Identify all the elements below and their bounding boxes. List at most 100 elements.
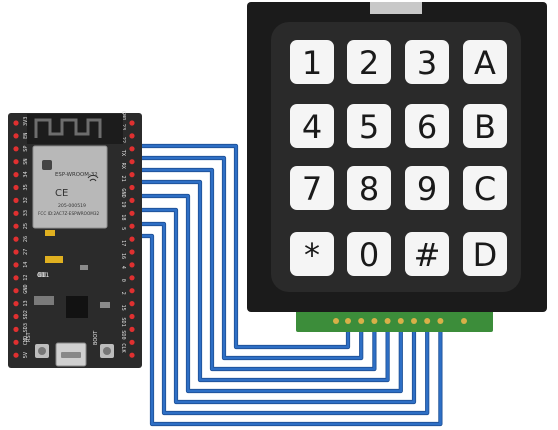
wire [132, 234, 442, 426]
key-11[interactable]: C [463, 166, 507, 210]
key-14[interactable]: # [405, 232, 449, 276]
key-label: 8 [359, 170, 379, 208]
esp-pin-left [13, 184, 19, 191]
key-1[interactable]: 2 [347, 40, 391, 84]
key-label: 1 [302, 44, 322, 82]
esp-pin-right [129, 339, 135, 345]
key-4[interactable]: 4 [290, 104, 334, 148]
esp-pin-right [129, 236, 135, 242]
keypad-pin [345, 318, 351, 324]
wire [132, 156, 363, 360]
esp-pin-right [129, 313, 135, 320]
esp-pin-label: SD2 [23, 310, 29, 319]
esp-pin-label: 19 [120, 201, 126, 207]
esp-pin-right [129, 120, 135, 126]
small-component [100, 302, 110, 308]
esp-pin-label: 32 [23, 197, 29, 203]
key-label: 3 [417, 44, 437, 82]
ce-mark: CE [55, 188, 68, 199]
key-3[interactable]: A [463, 40, 507, 84]
esp-pin-label: 34 [23, 171, 29, 177]
esp-pin-label: 17 [120, 240, 126, 246]
esp-pin-right [129, 133, 135, 139]
key-9[interactable]: 8 [347, 166, 391, 210]
keypad-pin [397, 318, 404, 324]
esp-pin-label: 12 [23, 275, 29, 281]
rst-label: RST [26, 331, 32, 342]
esp-pin-left [13, 262, 19, 268]
esp-pin-left [13, 301, 19, 307]
key-7[interactable]: B [463, 104, 507, 148]
esp-pin-right [129, 146, 135, 152]
esp-pin-right [129, 159, 135, 165]
capacitor-yellow [45, 256, 63, 263]
key-label: * [304, 236, 320, 274]
esp-pin-right [129, 210, 135, 216]
wire [132, 180, 389, 382]
esp-pin-right [129, 197, 135, 203]
esp-pin-label: 2 [120, 292, 126, 295]
key-8[interactable]: 7 [290, 166, 334, 210]
small-component-3 [80, 265, 88, 270]
key-10[interactable]: 9 [405, 166, 449, 210]
esp-pin-label: 21 [120, 176, 126, 182]
esp-pin-right [129, 172, 135, 178]
esp-pin-label: 14 [23, 262, 29, 268]
small-component-2 [38, 272, 46, 277]
key-13[interactable]: 0 [347, 232, 391, 276]
key-label: 6 [417, 108, 437, 146]
esp-pin-right [129, 301, 135, 307]
esp-pin-label: 3V3 [23, 117, 29, 126]
key-label: D [473, 236, 498, 274]
wire [132, 208, 416, 404]
esp-pin-label: 33 [23, 210, 29, 216]
esp-pin-left [13, 120, 19, 126]
wire [132, 194, 403, 393]
key-label: A [474, 44, 496, 82]
esp-pin-left [13, 352, 19, 358]
key-2[interactable]: 3 [405, 40, 449, 84]
esp-pin-label: GND [120, 188, 126, 197]
esp-pin-left [13, 172, 19, 178]
esp-pin-left [13, 313, 19, 320]
esp-pin-label: SD0 [120, 330, 126, 339]
esp32-board: 3V3ENSPSN343532332526271412GND13SD2SD3CM… [8, 111, 142, 368]
esp-pin-label: 13 [23, 300, 29, 306]
keypad-inner-panel [271, 22, 521, 292]
esp-pin-label: TX [120, 150, 126, 157]
key-12[interactable]: * [290, 232, 334, 276]
esp-pin-right [129, 262, 135, 268]
keypad-top-tab [370, 2, 422, 14]
key-label: C [474, 170, 496, 208]
key-label: 2 [359, 44, 379, 82]
key-label: B [474, 108, 496, 146]
keypad-pin [358, 318, 365, 324]
keypad-pin [424, 318, 431, 324]
esp-pin-label: SD1 [120, 317, 126, 326]
key-label: 0 [359, 236, 379, 274]
rst-button[interactable] [35, 344, 49, 358]
antenna-trace [34, 118, 102, 138]
esp-pin-label: 35 [23, 184, 29, 190]
esp-pin-label: CLK [120, 343, 126, 353]
esp-pin-left [13, 159, 19, 165]
esp-pin-label: RX [120, 163, 126, 170]
key-label: # [414, 236, 441, 274]
esp-pin-label: 25 [23, 223, 29, 229]
key-5[interactable]: 5 [347, 104, 391, 148]
esp-pin-right [129, 223, 135, 229]
key-15[interactable]: D [463, 232, 507, 276]
esp-pin-right [129, 184, 135, 191]
esp-pin-label: 0 [120, 279, 126, 282]
esp-pin-right [129, 249, 135, 255]
boot-button[interactable] [100, 344, 114, 358]
key-0[interactable]: 1 [290, 40, 334, 84]
keypad-pin-aux [333, 318, 339, 324]
usb-chip [66, 296, 88, 318]
esp-pin-left [13, 210, 19, 216]
keypad-pin-aux [461, 318, 467, 324]
key-6[interactable]: 6 [405, 104, 449, 148]
esp-pin-left [13, 146, 19, 152]
